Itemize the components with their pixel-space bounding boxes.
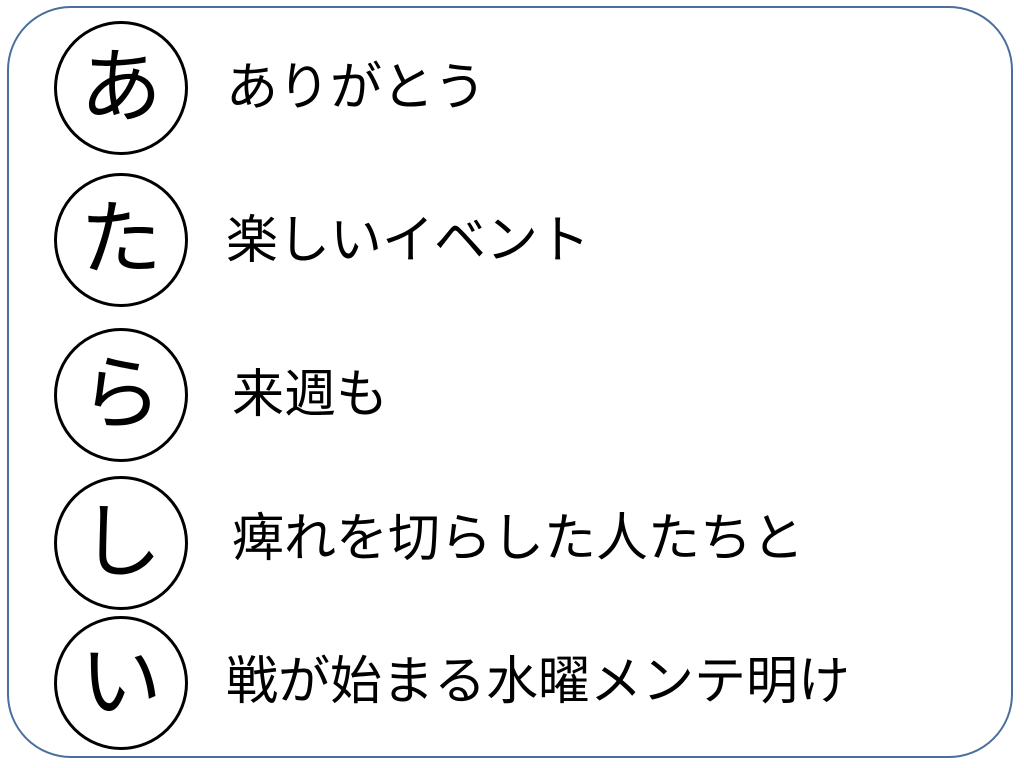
row-phrase: 戦が始まる水曜メンテ明け (226, 652, 851, 712)
initial-character: し (79, 495, 162, 590)
row-phrase: 痺れを切らした人たちと (232, 509, 805, 569)
initial-circle: た (54, 173, 188, 307)
initial-character: た (79, 192, 162, 287)
row-phrase: 来週も (232, 365, 389, 425)
row-phrase: ありがとう (226, 58, 487, 118)
row-phrase: 楽しいイベント (226, 211, 591, 271)
initial-character: い (79, 635, 162, 730)
initial-character: あ (79, 40, 162, 135)
initial-circle: あ (54, 21, 188, 155)
initial-circle: ら (54, 328, 188, 462)
initial-circle: し (54, 476, 188, 610)
initial-character: ら (79, 347, 162, 442)
initial-circle: い (54, 616, 188, 750)
